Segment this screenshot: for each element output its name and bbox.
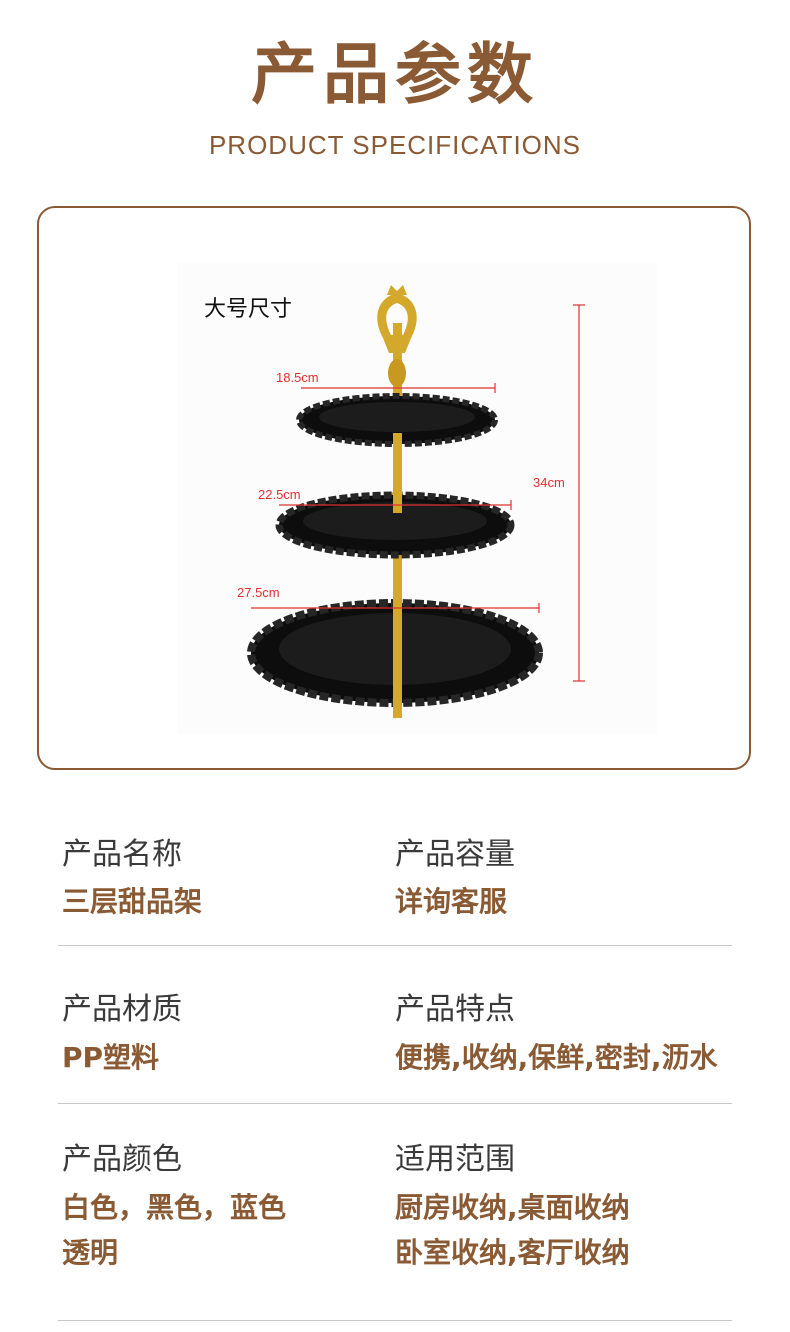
spec-value-usage-line1: 厨房收纳,桌面收纳 [395, 1191, 630, 1224]
divider [58, 945, 732, 946]
spec-value-features: 便携,收纳,保鲜,密封,沥水 [395, 1041, 718, 1074]
spec-value-usage-line2: 卧室收纳,客厅收纳 [395, 1236, 630, 1269]
product-photo: 18.5cm 22.5cm 27.5cm 34cm [177, 263, 657, 733]
dimension-lines [251, 304, 585, 682]
dimension-top: 18.5cm [276, 370, 319, 385]
cake-stand-illustration [247, 285, 585, 718]
dimension-height: 34cm [533, 475, 565, 490]
spec-value-capacity: 详询客服 [395, 885, 508, 918]
spec-label-name: 产品名称 [62, 837, 182, 872]
crown-ornament [387, 285, 407, 295]
page-subtitle: PRODUCT SPECIFICATIONS [208, 130, 582, 160]
spec-value-name: 三层甜品架 [62, 885, 203, 918]
dimension-bottom: 27.5cm [237, 585, 280, 600]
spec-label-capacity: 产品容量 [395, 837, 515, 872]
divider [58, 1320, 732, 1321]
rod-knot [388, 359, 406, 387]
spec-value-color-line1: 白色，黑色，蓝色 [62, 1191, 287, 1224]
spec-label-material: 产品材质 [62, 992, 182, 1027]
page-title: 产品参数 [251, 36, 539, 113]
stand-handle [377, 293, 417, 353]
divider [58, 1103, 732, 1104]
dimension-middle: 22.5cm [258, 487, 301, 502]
spec-label-color: 产品颜色 [62, 1142, 182, 1177]
spec-value-material: PP塑料 [62, 1041, 160, 1074]
spec-value-color-line2: 透明 [62, 1236, 119, 1269]
size-label: 大号尺寸 [204, 297, 293, 322]
spec-label-usage: 适用范围 [395, 1142, 515, 1177]
spec-label-features: 产品特点 [395, 992, 515, 1027]
product-image-frame: 18.5cm 22.5cm 27.5cm 34cm 大号尺寸 [37, 206, 751, 770]
